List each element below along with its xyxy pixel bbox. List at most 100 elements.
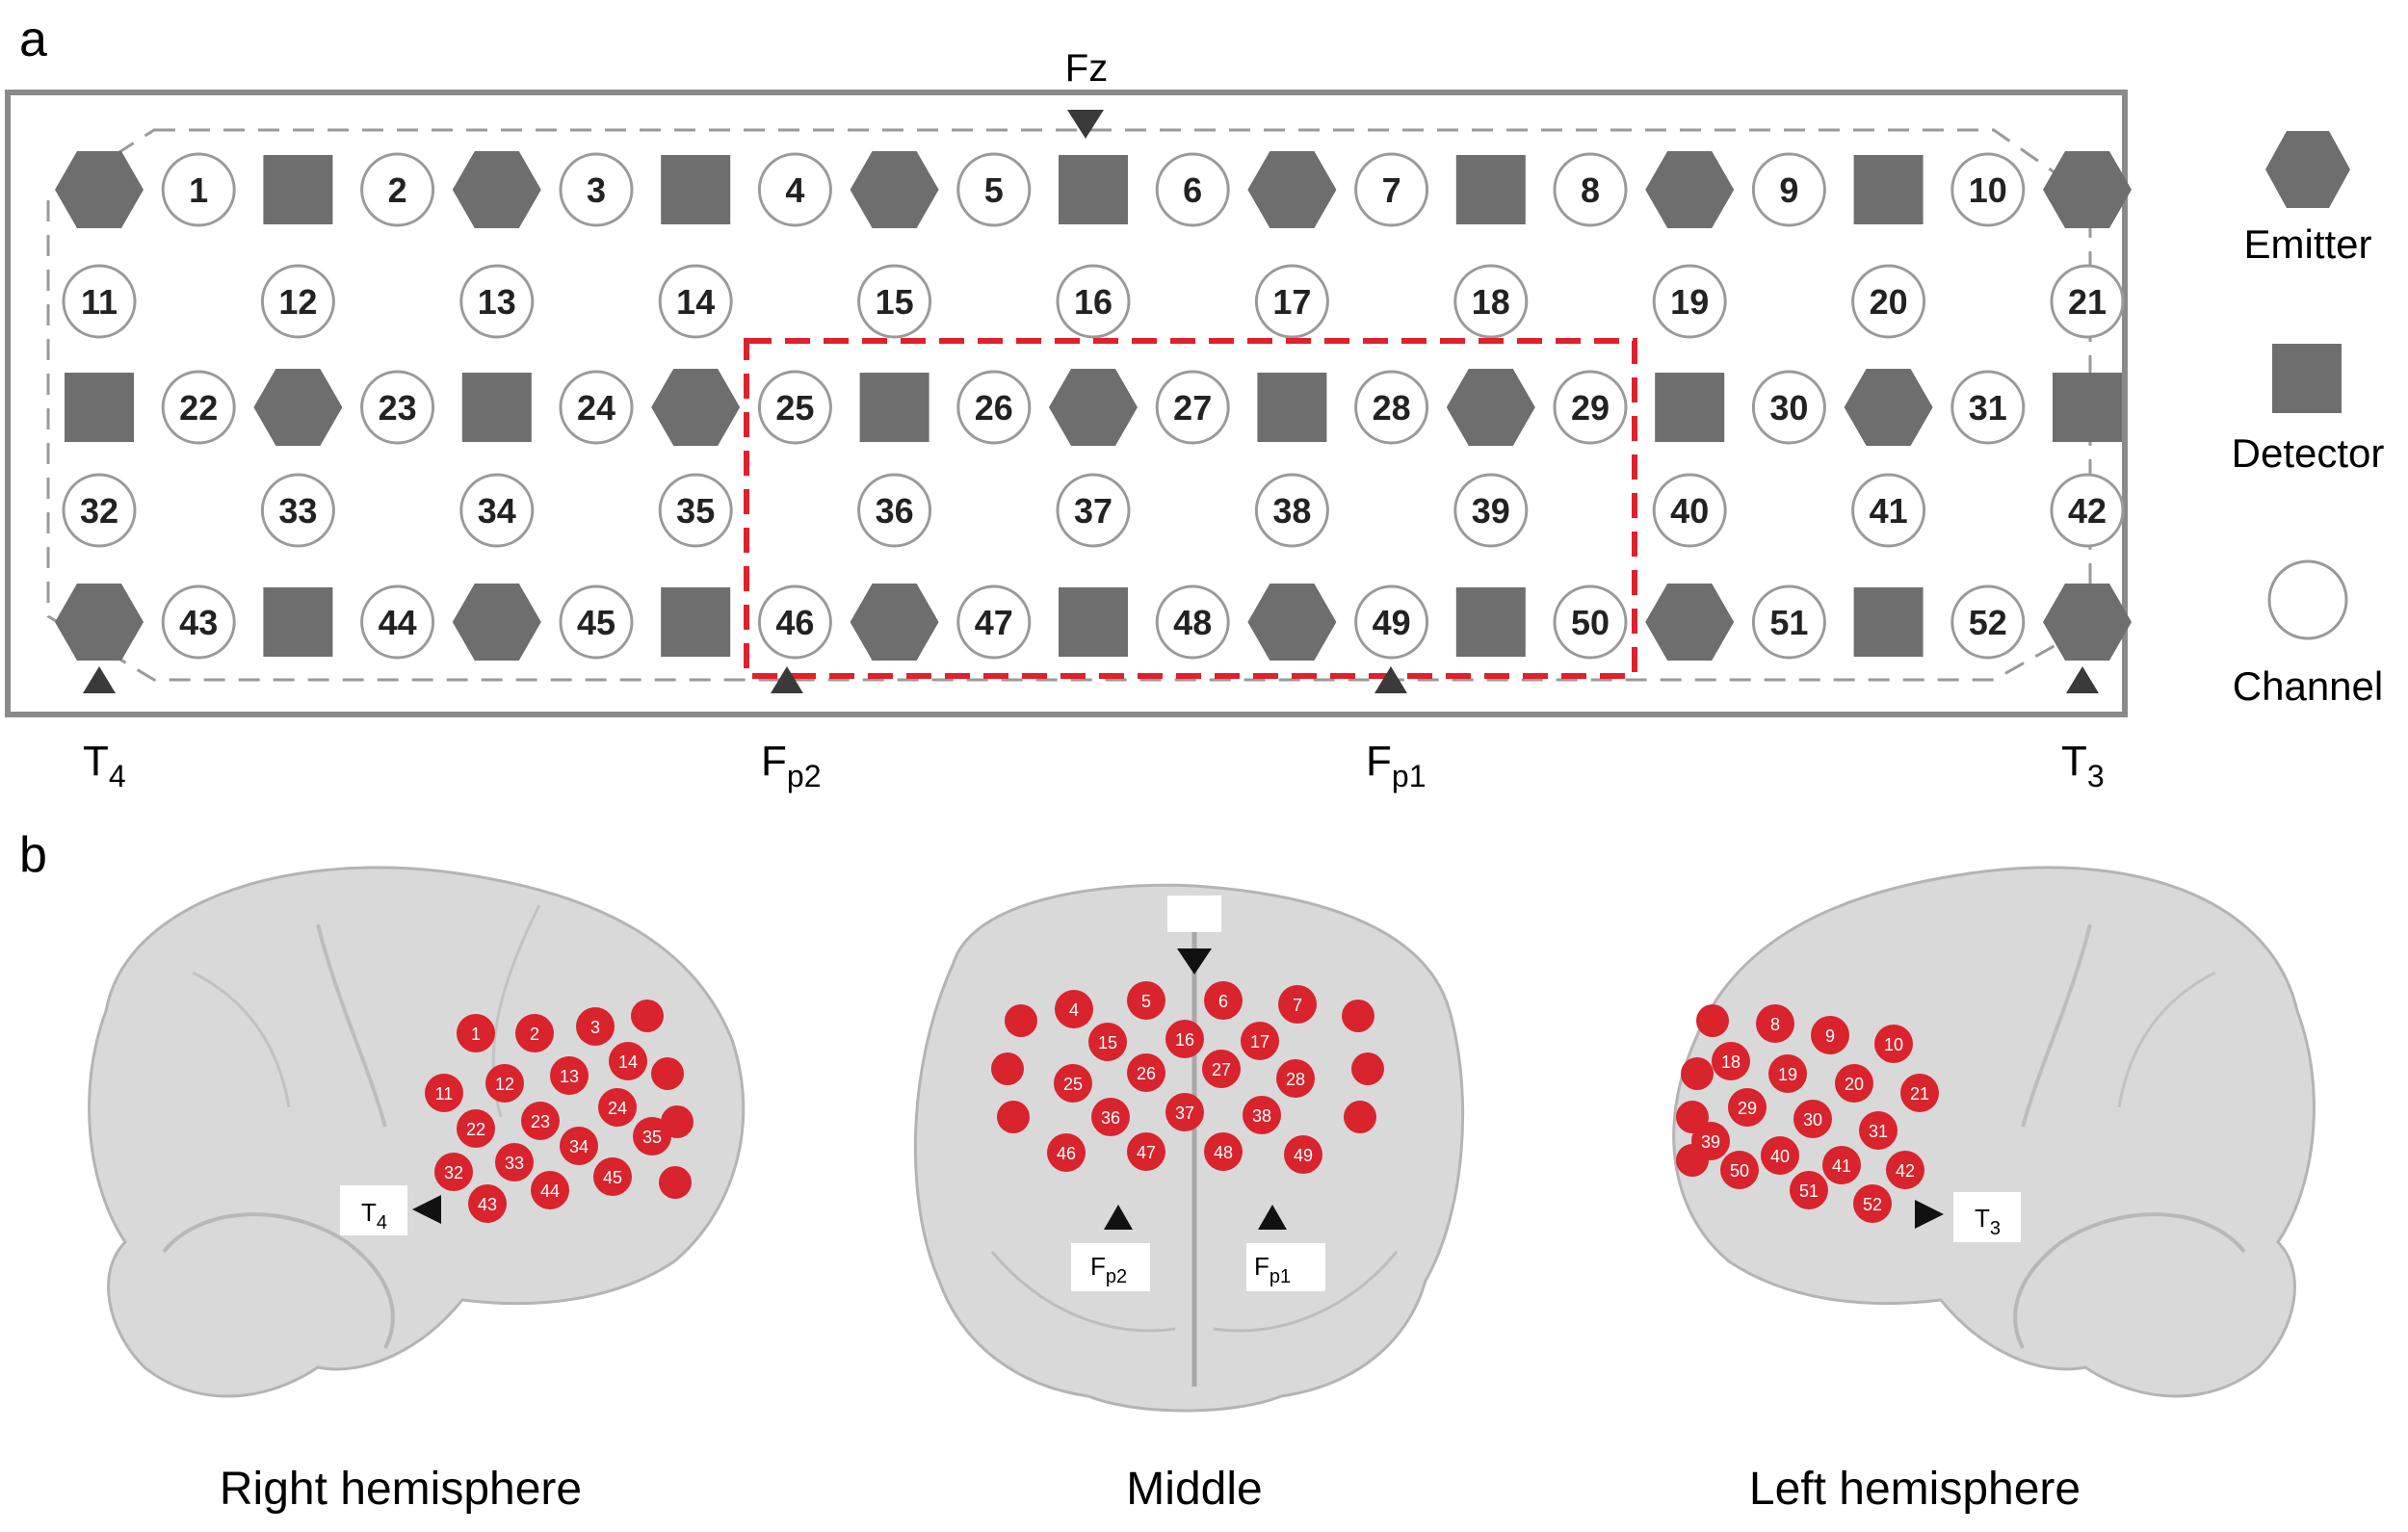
brain-channel-dot [1054,1064,1092,1103]
channel-circle [360,152,435,227]
brain-channel-dot [1886,1151,1924,1189]
brain-optode-dot [631,1000,664,1032]
t3-marker-icon [2066,666,2099,693]
fz-label: Fz [1065,47,1108,90]
channel-number: 32 [80,491,118,531]
detector-icon [1257,373,1327,442]
brain-channel-number: 33 [505,1154,524,1173]
brain-channel-dot [1047,1133,1086,1172]
channel-number: 6 [1183,170,1202,210]
brain-channel-number: 5 [1141,992,1151,1011]
brain-channel-number: 6 [1218,992,1228,1011]
brain-channel-dot [1243,1096,1281,1134]
channel-number: 46 [775,603,814,642]
brain-channel-dot [1127,981,1165,1020]
channel-number: 35 [676,491,715,531]
channel-number: 29 [1571,388,1610,428]
brain-optode-dot [997,1101,1030,1133]
detector-icon [1059,155,1128,224]
emitter-icon [1247,584,1337,661]
brain-channel-dot [1127,1053,1165,1092]
brain-optode-dot [1351,1052,1384,1085]
brain-channel-dot [1278,985,1317,1024]
emitter-icon [452,151,541,228]
channel-circle [1950,152,2026,227]
brain-channel-dot [593,1157,632,1196]
channel-circle [62,473,137,548]
emitter-icon [2043,584,2132,661]
channel-number: 26 [975,388,1013,428]
brain-channel-dot [1811,1016,1849,1054]
channel-legend-icon [2267,559,2348,640]
detector-icon [1853,587,1924,657]
fp1-label: Fp1 [1366,738,1426,793]
brain-optode-dot [1696,1004,1729,1037]
right-hemisphere-brain [88,866,746,1398]
emitter-legend-label: Emitter [2243,221,2371,267]
brain-channel-dot [1284,1135,1322,1174]
channel-circle [360,584,435,660]
emitter-icon [1049,369,1138,446]
brain-channel-number: 36 [1101,1108,1120,1128]
brain-channel-number: 25 [1063,1075,1083,1094]
channel-circle [1652,473,1727,548]
fp2-brain-label-box [1071,1243,1150,1291]
brain-channel-number: 50 [1730,1161,1749,1181]
brain-optode-dot [1005,1004,1037,1037]
brain-channel-dot [457,1109,495,1148]
detector-icon [1455,587,1526,657]
brain-channel-dot [1204,981,1243,1020]
fp1-brain-label-box [1246,1243,1325,1291]
fp2-brain-label: Fp2 [1090,1252,1127,1287]
t3-brain-arrow-icon [1915,1200,1944,1229]
channel-circle [559,152,634,227]
brain-channel-number: 35 [642,1128,662,1147]
channel-number: 48 [1173,603,1212,642]
brain-channel-number: 7 [1293,996,1302,1015]
channel-number: 18 [1472,282,1510,322]
brain-channel-number: 41 [1832,1156,1851,1176]
emitter-icon [1645,584,1735,661]
brain-channel-dot [1793,1100,1832,1138]
brain-channel-number: 16 [1175,1030,1194,1050]
brain-channel-dot [1165,1020,1204,1058]
brain-channel-dot [1720,1151,1759,1189]
channel-circle [161,152,236,227]
channel-number: 12 [278,282,317,322]
channel-circle [1751,370,1826,445]
brain-channel-number: 14 [618,1052,638,1072]
brain-channel-dot [468,1184,507,1223]
brain-channel-dot [495,1143,534,1181]
panel-b-label: b [19,827,47,883]
fp2-brain-arrow-icon [1104,1205,1133,1230]
brain-channel-number: 39 [1701,1132,1720,1152]
fp1-brain-label: Fp1 [1254,1252,1291,1287]
middle-fz-arrow-icon [1177,948,1212,974]
brain-channel-dot [1790,1171,1828,1209]
brain-channel-dot [521,1102,560,1140]
brain-channel-dot [576,1007,615,1046]
channel-circle [956,152,1032,227]
channel-number: 34 [478,491,516,531]
channel-number: 39 [1472,491,1510,531]
fp2-label: Fp2 [761,738,821,793]
brain-channel-number: 26 [1137,1064,1156,1083]
caption-right-hemisphere: Right hemisphere [220,1464,582,1515]
brain-channel-dot [1728,1088,1767,1127]
caption-left-hemisphere: Left hemisphere [1749,1464,2081,1515]
channel-circle [956,584,1032,660]
brain-channel-number: 49 [1294,1146,1313,1165]
fp1-marker-icon [1374,666,1407,693]
channel-circle [1354,152,1429,227]
brain-channel-number: 52 [1863,1195,1882,1214]
emitter-icon [1844,369,1933,446]
brain-channel-dot [1276,1059,1315,1098]
emitter-icon [452,584,541,661]
channel-number: 31 [1969,388,2007,428]
brain-optode-dot [1676,1144,1709,1177]
channel-number: 19 [1670,282,1709,322]
brain-optode-dot [1344,1101,1376,1133]
brain-channel-number: 43 [478,1195,497,1214]
brain-channel-number: 29 [1738,1099,1757,1118]
brain-optode-dot [659,1166,692,1199]
